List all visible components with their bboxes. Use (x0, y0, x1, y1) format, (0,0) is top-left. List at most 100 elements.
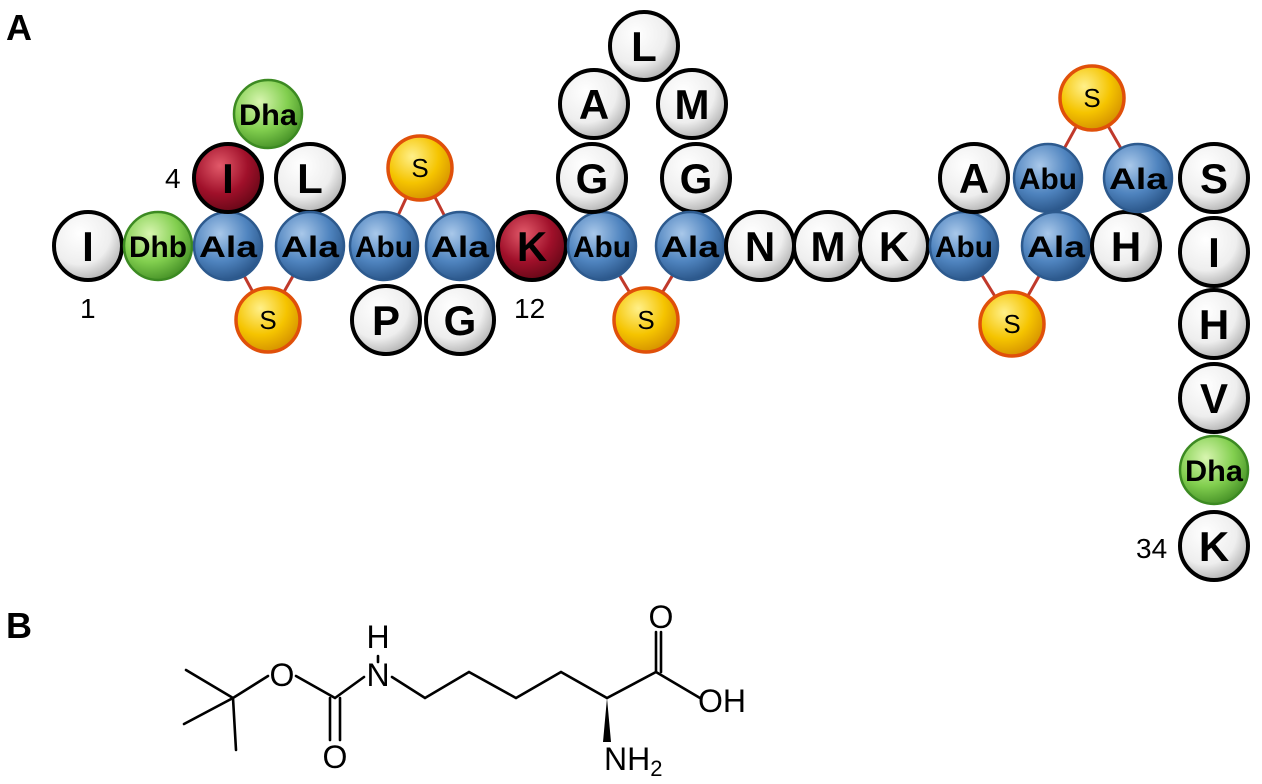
residue-circle (1178, 288, 1250, 360)
residue-a24: A (938, 142, 1010, 214)
atom-amine-subscript: 2 (650, 756, 662, 781)
residue-k34: K (1178, 510, 1250, 582)
position-label-1: 1 (80, 293, 96, 324)
residue-g10: G (424, 284, 496, 356)
residue-circle (556, 142, 628, 214)
residue-label: M (675, 81, 710, 128)
residue-circle (122, 210, 194, 282)
residue-label: Ala (199, 231, 257, 264)
residue-label: I (82, 223, 94, 270)
bond-skeleton (182, 630, 702, 752)
thioether-bridge-1: S (226, 245, 312, 354)
residue-label: K (517, 223, 547, 270)
residue-circle (858, 210, 930, 282)
residue-label: L (631, 23, 657, 70)
residue-label: G (680, 155, 713, 202)
residue-m21: M (792, 210, 864, 282)
residue-circle (350, 284, 422, 356)
thioether-bridge-5: S (1046, 64, 1140, 179)
residue-label: G (444, 297, 477, 344)
residue-circle (192, 142, 264, 214)
residue-abu8: Abu (348, 210, 420, 282)
residue-label: Ala (1027, 231, 1085, 264)
atom-amine: NH2 (604, 741, 662, 781)
atom-acid-oxygen: O (649, 599, 674, 635)
panel-b-label: B (6, 605, 32, 646)
sulfur-atom (386, 134, 454, 202)
panel-a-label: A (6, 7, 32, 48)
position-label-12: 12 (514, 293, 545, 324)
residue-ala11: Ala (424, 210, 496, 282)
boc-lysine-structure: O N H O O OH NH2 (182, 599, 746, 781)
residue-label: Ala (1109, 163, 1167, 196)
residue-circle (1102, 142, 1174, 214)
residue-label: K (1199, 523, 1229, 570)
atom-carbonyl-oxygen: O (323, 739, 348, 775)
residue-label: P (372, 297, 400, 344)
residue-label: A (959, 155, 989, 202)
residue-label: Dha (239, 99, 297, 132)
residue-i30: I (1178, 216, 1250, 288)
residue-label: Dha (1185, 455, 1243, 488)
residue-g14: G (556, 142, 628, 214)
residue-circle (348, 210, 420, 282)
residue-label: Abu (1019, 163, 1077, 196)
residue-label: S (1200, 155, 1228, 202)
atom-amide-nitrogen: N (366, 657, 389, 693)
residue-s29: S (1178, 142, 1250, 214)
atom-amine-nh: NH (604, 741, 650, 777)
position-label-4: 4 (165, 163, 181, 194)
residue-l16: L (608, 10, 680, 82)
residue-label: Ala (661, 231, 719, 264)
residue-ala3: Ala (192, 210, 264, 282)
position-label-34: 34 (1136, 533, 1167, 564)
residue-label: H (1111, 223, 1141, 270)
residue-label: Abu (935, 231, 993, 264)
residue-circle (1178, 434, 1250, 506)
residue-circle (1178, 216, 1250, 288)
sulfur-atom (612, 286, 680, 354)
residue-n20: N (724, 210, 796, 282)
residue-label: I (222, 155, 234, 202)
residue-l6: L (274, 142, 346, 214)
residue-label: K (879, 223, 909, 270)
residue-h27: H (1090, 210, 1162, 282)
residue-dha33: Dha (1178, 434, 1250, 506)
residue-circle (424, 210, 496, 282)
residue-dha5: Dha (232, 78, 304, 150)
residue-circle (1178, 142, 1250, 214)
residue-circle (558, 68, 630, 140)
residue-label: A (579, 81, 609, 128)
residue-label: H (1199, 301, 1229, 348)
residue-i1: I (52, 210, 124, 282)
sulfur-label: S (637, 305, 654, 335)
residue-ala28: Ala (1102, 142, 1174, 214)
atom-hydroxyl: OH (698, 683, 746, 719)
residue-dhb2: Dhb (122, 210, 194, 282)
residue-circle (232, 78, 304, 150)
residue-abu23: Abu (928, 210, 1000, 282)
residue-v32: V (1178, 362, 1250, 434)
residue-circle (274, 210, 346, 282)
atom-amide-hydrogen: H (366, 619, 389, 655)
residue-label: L (297, 155, 323, 202)
residue-label: Abu (355, 231, 413, 264)
sulfur-atom (1058, 64, 1126, 132)
residue-h31: H (1178, 288, 1250, 360)
residue-ala7: Ala (274, 210, 346, 282)
residue-label: I (1208, 229, 1220, 276)
residue-label: G (576, 155, 609, 202)
residue-ala19: Ala (654, 210, 726, 282)
residue-m17: M (656, 68, 728, 140)
residue-a15: A (558, 68, 630, 140)
residue-circle (1178, 362, 1250, 434)
residue-i4: I (192, 142, 264, 214)
sulfur-atom (978, 290, 1046, 358)
residue-circle (496, 210, 568, 282)
residue-label: M (811, 223, 846, 270)
residue-k12: K (496, 210, 568, 282)
sulfur-label: S (1083, 83, 1100, 113)
